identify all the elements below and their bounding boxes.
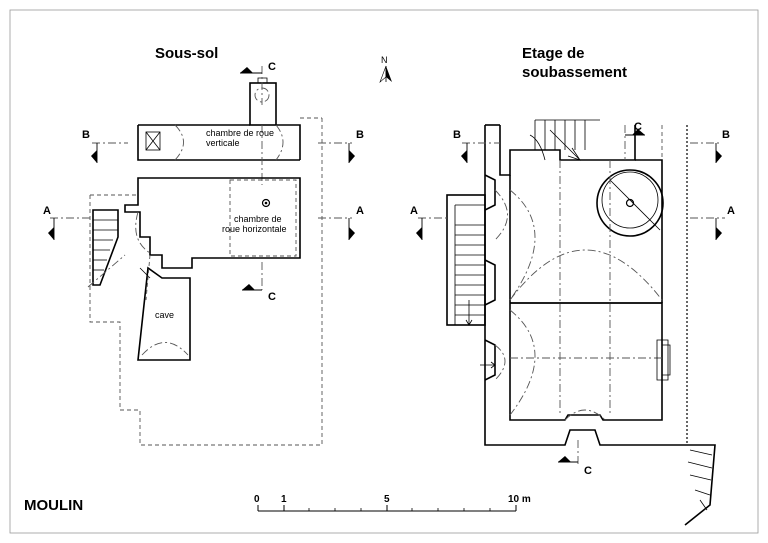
label-cave: cave xyxy=(155,310,174,320)
svg-text:C: C xyxy=(634,121,642,133)
svg-text:A: A xyxy=(410,205,418,217)
section-markers-left: B B A A C C xyxy=(43,61,364,303)
svg-text:A: A xyxy=(43,205,51,217)
svg-text:C: C xyxy=(268,291,276,303)
svg-text:N: N xyxy=(381,55,388,65)
title-moulin: MOULIN xyxy=(24,497,83,514)
label-chambre-horizontale-2: roue horizontale xyxy=(222,224,287,234)
label-chambre-verticale-2: verticale xyxy=(206,138,240,148)
plan-etage-soubassement xyxy=(446,119,716,526)
label-chambre-horizontale-1: chambre de xyxy=(234,214,282,224)
svg-text:A: A xyxy=(727,205,735,217)
section-markers-right: B B A A C C xyxy=(410,121,735,477)
scale-tick-5: 5 xyxy=(384,494,390,505)
north-arrow-icon: N xyxy=(379,55,392,83)
title-sous-sol: Sous-sol xyxy=(155,45,218,62)
svg-text:A: A xyxy=(356,205,364,217)
label-chambre-verticale-1: chambre de roue xyxy=(206,128,274,138)
svg-text:C: C xyxy=(584,465,592,477)
svg-text:B: B xyxy=(722,129,730,141)
svg-text:B: B xyxy=(453,129,461,141)
scale-tick-1: 1 xyxy=(281,494,287,505)
svg-text:C: C xyxy=(268,61,276,73)
title-etage-line1: Etage de xyxy=(522,45,585,62)
svg-text:B: B xyxy=(82,129,90,141)
frame xyxy=(9,9,759,534)
scale-tick-0: 0 xyxy=(254,494,260,505)
scale-tick-10: 10 m xyxy=(508,494,531,505)
scale-bar: 0 1 5 10 m xyxy=(254,494,531,512)
plan-sous-sol: chambre de roue verticale chambre de rou… xyxy=(87,77,323,446)
svg-text:B: B xyxy=(356,129,364,141)
title-etage-line2: soubassement xyxy=(522,64,627,81)
